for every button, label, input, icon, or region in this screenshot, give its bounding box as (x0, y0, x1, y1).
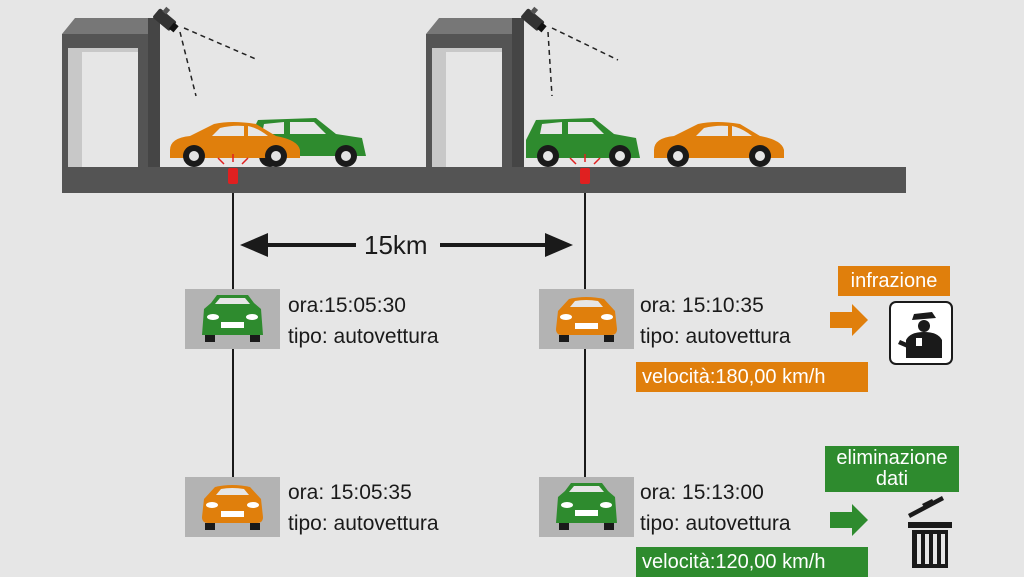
record-photo (185, 289, 280, 349)
gantry-right (426, 18, 524, 168)
camera-view-lines-left (179, 27, 259, 97)
road (62, 167, 906, 193)
gantry-left (62, 18, 160, 168)
record-photo (539, 477, 634, 537)
record-photo (185, 477, 280, 537)
data-deletion-label-line1: eliminazione (836, 447, 948, 469)
car-icon (556, 483, 617, 530)
data-deletion-label: eliminazione dati (825, 446, 959, 492)
record-type: tipo: autovettura (640, 512, 791, 535)
record-time: ora: 15:05:35 (288, 481, 412, 504)
speed-violation-label: velocità:180,00 km/h (636, 362, 868, 392)
car-icon (170, 122, 300, 167)
speed-ok-label: velocità:120,00 km/h (636, 547, 868, 577)
record-type: tipo: autovettura (640, 325, 791, 348)
car-icon (202, 485, 263, 530)
car-icon (202, 295, 263, 342)
record-time: ora:15:05:30 (288, 294, 406, 317)
record-photo (539, 289, 634, 349)
camera-icon (153, 6, 179, 33)
car-icon (526, 118, 640, 167)
arrow-right-icon (830, 304, 868, 336)
record-time: ora: 15:10:35 (640, 294, 764, 317)
sensor-right (569, 154, 601, 184)
car-icon (654, 122, 784, 167)
distance-arrow (240, 233, 573, 257)
trash-bin-icon (908, 496, 952, 568)
record-time: ora: 15:13:00 (640, 481, 764, 504)
data-deletion-label-line2: dati (875, 468, 909, 490)
camera-view-lines-right (547, 27, 619, 97)
infraction-label: infrazione (838, 266, 950, 296)
record-type: tipo: autovettura (288, 325, 439, 348)
distance-label: 15km (364, 230, 428, 260)
sensor-left (217, 154, 249, 184)
car-icon (556, 297, 617, 342)
camera-icon (521, 6, 547, 33)
police-officer-icon (889, 301, 953, 365)
record-type: tipo: autovettura (288, 512, 439, 535)
arrow-right-icon (830, 504, 868, 536)
